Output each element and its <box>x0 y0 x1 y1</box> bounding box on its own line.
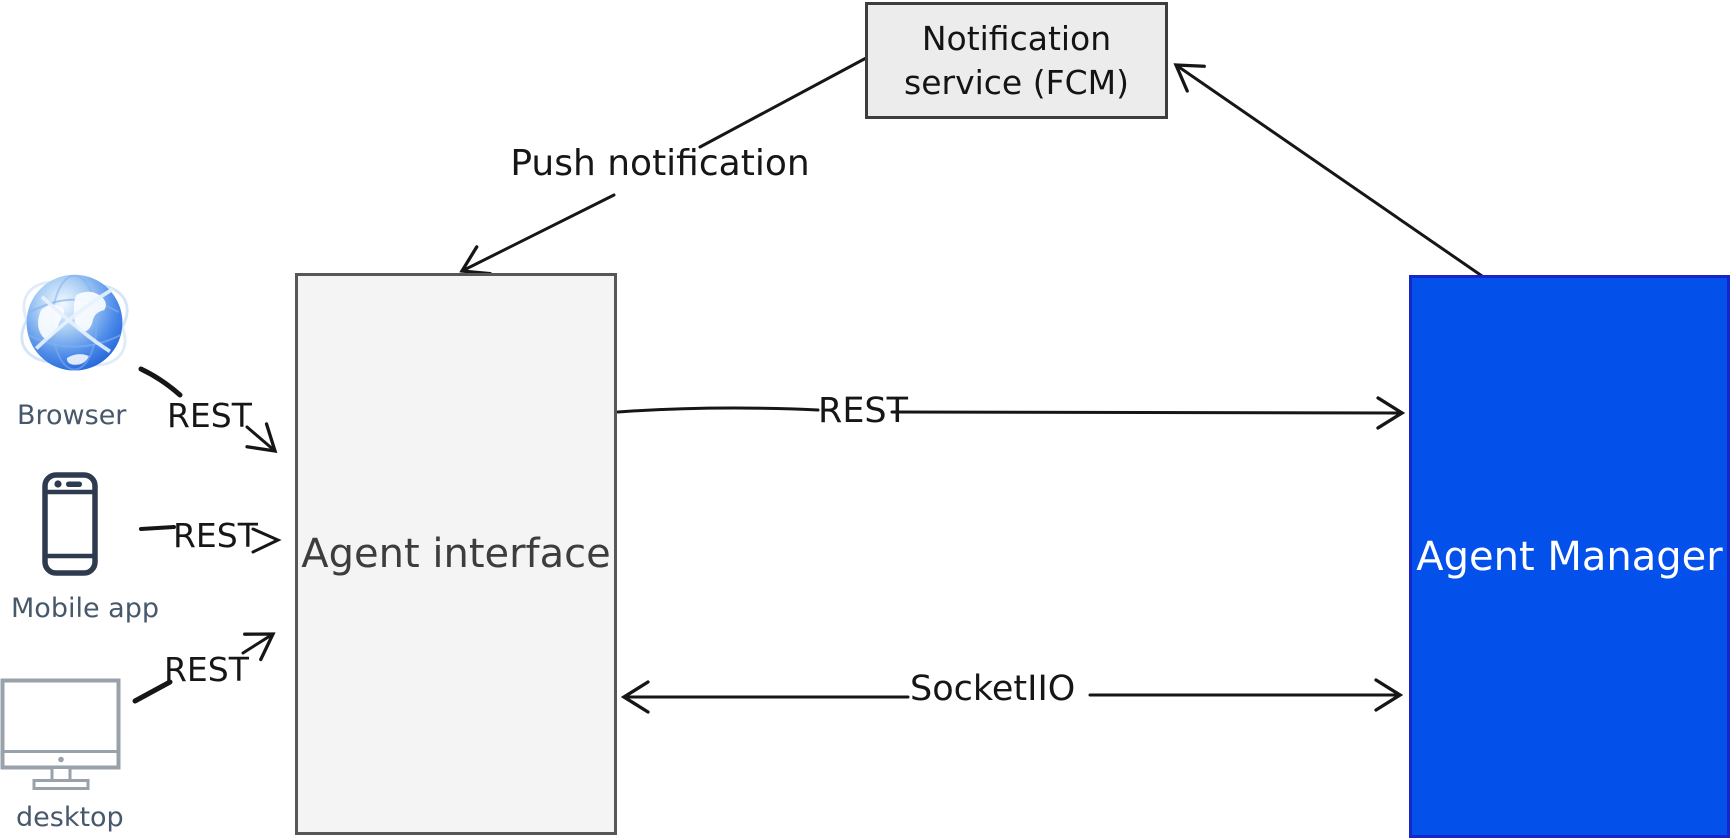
edge-push-notification-upper <box>698 55 870 149</box>
agent-interface-node: Agent interface <box>295 273 617 835</box>
edge-rest-browser-stub <box>138 366 183 398</box>
agent-manager-node: Agent Manager <box>1409 275 1730 838</box>
rest-browser-edge-label: REST <box>167 396 252 435</box>
edge-rest-mobile-arrowhead <box>251 527 282 554</box>
edge-manager-to-fcm-arrow <box>1176 65 1484 278</box>
edge-rest-desktop-arrow <box>241 634 273 653</box>
smartphone-icon <box>42 472 98 576</box>
edge-push-notification-arrow <box>462 193 616 271</box>
notification-service-label: Notification service (FCM) <box>904 18 1129 102</box>
notification-service-node: Notification service (FCM) <box>865 2 1168 119</box>
agent-interface-label: Agent interface <box>301 531 611 577</box>
edge-rest-main-left <box>616 406 820 414</box>
mobile-app-caption: Mobile app <box>11 593 159 624</box>
rest-main-edge-label: REST <box>818 391 909 431</box>
socket-edge-label: SocketIIO <box>910 669 1076 709</box>
globe-icon <box>20 274 129 371</box>
agent-manager-label: Agent Manager <box>1416 533 1723 580</box>
edge-rest-main-arrow <box>890 412 1402 413</box>
edge-rest-desktop-stub <box>132 679 173 704</box>
edge-rest-browser-arrow <box>247 427 275 451</box>
rest-mobile-edge-label: REST <box>173 516 258 555</box>
desktop-caption: desktop <box>16 802 124 833</box>
push-notification-edge-label: Push notification <box>510 143 810 184</box>
monitor-icon <box>0 678 121 790</box>
edge-rest-mobile-stub <box>139 525 176 531</box>
rest-desktop-edge-label: REST <box>164 650 249 689</box>
browser-caption: Browser <box>17 400 127 431</box>
